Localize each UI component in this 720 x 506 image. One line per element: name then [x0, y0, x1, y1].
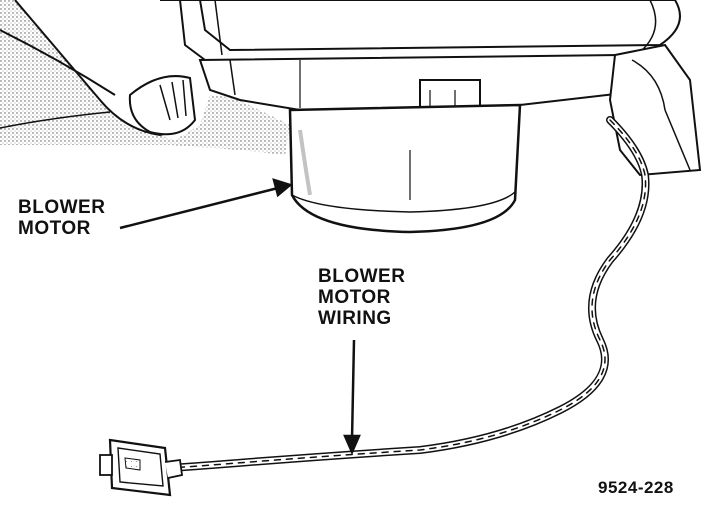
- blower-motor-label-line-2: MOTOR: [18, 218, 91, 239]
- blower-motor-label: BLOWER MOTOR: [18, 197, 105, 239]
- wiring-harness: [166, 116, 650, 472]
- leader-arrows: [119, 178, 361, 456]
- housing-clip: [128, 75, 197, 136]
- wiring-connector: [99, 438, 184, 497]
- wiring-label-line-2: MOTOR: [318, 287, 391, 308]
- right-bracket: [608, 43, 702, 177]
- figure-id: 9524-228: [598, 478, 674, 497]
- blower-motor-wiring-label: BLOWER MOTOR WIRING: [318, 266, 405, 329]
- wiring-label-line-3: WIRING: [318, 308, 392, 329]
- housing-top: [160, 0, 681, 52]
- motor-body: [288, 103, 522, 234]
- wiring-label-line-1: BLOWER: [318, 266, 406, 287]
- blower-motor-label-line-1: BLOWER: [18, 197, 106, 218]
